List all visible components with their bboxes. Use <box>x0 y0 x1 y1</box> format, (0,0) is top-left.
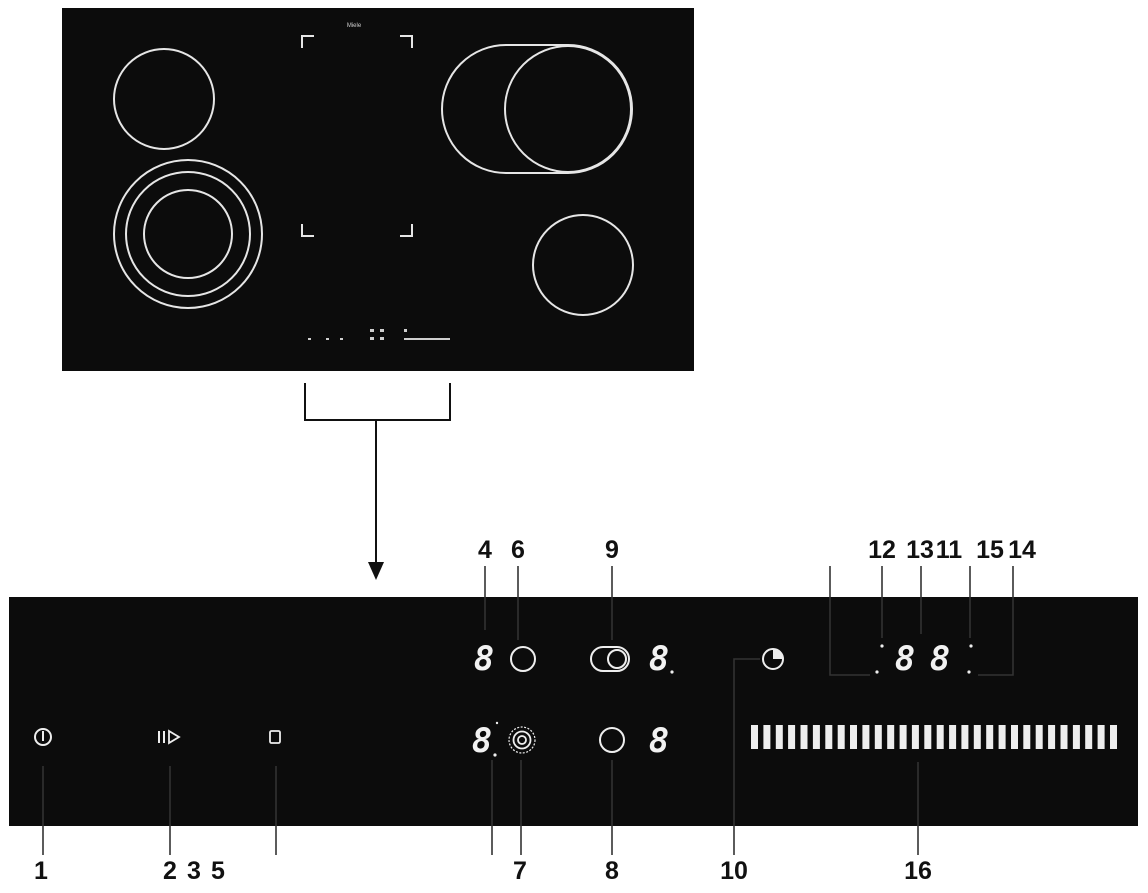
slider-segment[interactable] <box>986 725 994 749</box>
callout-6: 6 <box>511 536 525 564</box>
slider-segment[interactable] <box>1097 725 1105 749</box>
slider-segment[interactable] <box>874 725 882 749</box>
zone-display-rear-right: 8 <box>649 639 669 679</box>
zoom-bracket <box>304 383 451 566</box>
triple-zone-button[interactable] <box>508 726 536 754</box>
slider-segment[interactable] <box>961 725 969 749</box>
timer-indicator-dot <box>875 670 879 674</box>
zoom-arrow-head <box>368 562 384 580</box>
slider-segment[interactable] <box>800 725 808 749</box>
zone-display-front-middle: 8 <box>649 721 669 761</box>
callout-numbers: 1 2 3 5 4 6 7 8 9 10 12 13 11 15 14 16 <box>34 536 1036 885</box>
callout-3: 3 <box>187 857 201 885</box>
slider-segment[interactable] <box>924 725 932 749</box>
slider-segment[interactable] <box>763 725 771 749</box>
slider-segment[interactable] <box>1035 725 1043 749</box>
rear-left-cooking-zone <box>113 48 215 150</box>
slider-segment[interactable] <box>862 725 870 749</box>
callout-lines <box>42 566 1014 855</box>
slider-segment[interactable] <box>998 725 1006 749</box>
keep-warm-button[interactable] <box>269 730 281 744</box>
slider-segment[interactable] <box>949 725 957 749</box>
slider-segment[interactable] <box>850 725 857 749</box>
control-panel <box>9 597 1138 826</box>
hob-glass-surface <box>62 8 694 371</box>
hob-brand-label: Miele <box>347 23 362 29</box>
display-indicator-dot <box>495 721 499 725</box>
center-zone-corner-marks <box>301 35 413 237</box>
slider-segment[interactable] <box>887 725 895 749</box>
callout-13: 13 <box>906 536 934 564</box>
callout-14: 14 <box>1008 536 1036 564</box>
callout-7: 7 <box>513 857 527 885</box>
slider-segment[interactable] <box>775 725 783 749</box>
timer-display-digit-2: 8 <box>930 639 950 679</box>
slider-segment[interactable] <box>1085 725 1093 749</box>
callout-4: 4 <box>478 536 492 564</box>
front-right-cooking-zone <box>532 214 634 316</box>
hob-top-view: Miele <box>62 8 694 371</box>
slider-segment[interactable] <box>899 725 907 749</box>
timer-indicator-dot <box>880 644 884 648</box>
slider-segment[interactable] <box>1023 725 1031 749</box>
slider-segment[interactable] <box>788 725 796 749</box>
slider-segment[interactable] <box>812 725 820 749</box>
on-off-button[interactable] <box>34 728 52 746</box>
callout-10: 10 <box>720 857 748 885</box>
callout-2: 2 <box>163 857 177 885</box>
zone-display-front-left: 8 <box>472 721 492 761</box>
power-level-slider[interactable] <box>751 725 1117 749</box>
callout-11: 11 <box>936 536 963 564</box>
slider-segment[interactable] <box>1048 725 1056 749</box>
callout-1: 1 <box>34 857 48 885</box>
slider-segment[interactable] <box>751 725 758 749</box>
callout-8: 8 <box>605 857 619 885</box>
zone-selector-rear-middle[interactable] <box>510 646 536 672</box>
callout-9: 9 <box>605 536 619 564</box>
display-decimal-point <box>493 753 497 757</box>
pause-play-icon <box>158 729 181 745</box>
hob-control-strip-miniature <box>308 329 450 340</box>
slider-segment[interactable] <box>973 725 981 749</box>
display-decimal-point <box>670 670 674 674</box>
slider-segment[interactable] <box>825 725 833 749</box>
slider-segment[interactable] <box>1072 725 1080 749</box>
extended-zone-button[interactable] <box>590 646 630 672</box>
slider-segment[interactable] <box>1060 725 1068 749</box>
callout-15: 15 <box>976 536 1004 564</box>
callout-16: 16 <box>904 857 932 885</box>
slider-segment[interactable] <box>837 725 845 749</box>
slider-segment[interactable] <box>1110 725 1117 749</box>
callout-5: 5 <box>211 857 225 885</box>
timer-indicator-dot <box>967 670 971 674</box>
zone-display-rear-middle: 8 <box>474 639 494 679</box>
zone-selector-front-middle[interactable] <box>599 727 625 753</box>
slider-segment[interactable] <box>936 725 944 749</box>
front-left-triple-zone <box>113 159 263 309</box>
power-icon <box>34 728 52 746</box>
timer-button[interactable] <box>762 648 784 670</box>
slider-segment[interactable] <box>1011 725 1018 749</box>
callout-12: 12 <box>868 536 896 564</box>
timer-display-digit-1: 8 <box>895 639 915 679</box>
rear-right-extended-zone <box>441 44 633 174</box>
timer-indicator-dot <box>969 644 973 648</box>
start-stop-button[interactable] <box>158 729 181 745</box>
slider-segment[interactable] <box>911 725 919 749</box>
